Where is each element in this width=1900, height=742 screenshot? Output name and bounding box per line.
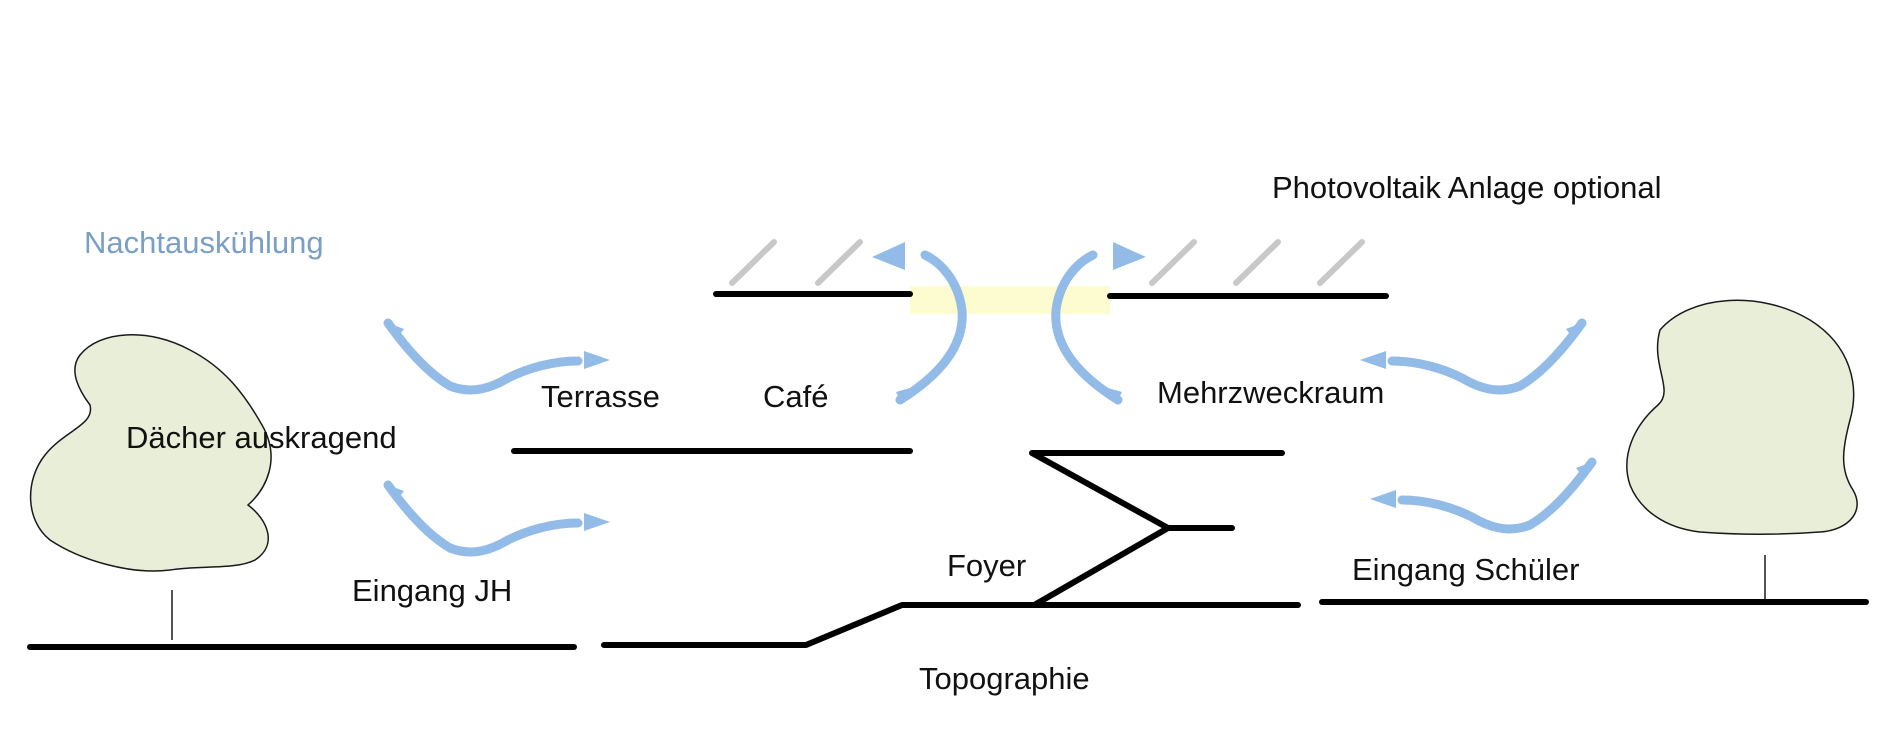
stair-structure	[1029, 450, 1285, 531]
tree-icon	[29, 334, 272, 572]
stair-lower-run	[1033, 525, 1171, 607]
label-photovoltaics: Photovoltaik Anlage optional	[1272, 170, 1662, 205]
tree-right	[1626, 299, 1858, 603]
solar-panel-icon	[1233, 239, 1281, 286]
photovoltaic-panels	[729, 239, 1365, 286]
label-topography: Topographie	[919, 661, 1090, 696]
skylight-icon	[910, 286, 1110, 314]
arrowtail	[896, 388, 910, 404]
label-cafe: Café	[763, 379, 828, 414]
ground-middle	[601, 602, 1301, 648]
tree-icon	[1626, 299, 1858, 535]
solar-panel-icon	[815, 239, 863, 286]
solar-panel-icon	[729, 239, 777, 286]
airflow-arrow-icon	[388, 485, 610, 552]
airflow-arrow-icon	[1360, 323, 1582, 390]
label-entrance-students: Eingang Schüler	[1352, 552, 1580, 587]
airflow-arrows	[388, 242, 1592, 552]
label-entrance-jh: Eingang JH	[352, 573, 512, 608]
label-multipurpose-room: Mehrzweckraum	[1157, 375, 1384, 410]
solar-panel-icon	[1149, 239, 1197, 286]
label-roofs: Dächer auskragend	[126, 420, 397, 455]
label-night-cooling: Nachtauskühlung	[84, 225, 324, 260]
label-terrace: Terrasse	[541, 379, 660, 414]
airflow-arrow-icon	[1051, 250, 1123, 405]
airflow-arrow-icon	[895, 250, 967, 405]
arrowhead	[1113, 242, 1146, 270]
arrowtail	[1108, 388, 1122, 404]
airflow-arrow-icon	[1370, 462, 1592, 529]
tree-left	[29, 334, 272, 640]
building-structure	[27, 291, 1869, 650]
arrowhead	[872, 242, 905, 270]
label-foyer: Foyer	[947, 548, 1026, 583]
solar-panel-icon	[1317, 239, 1365, 286]
